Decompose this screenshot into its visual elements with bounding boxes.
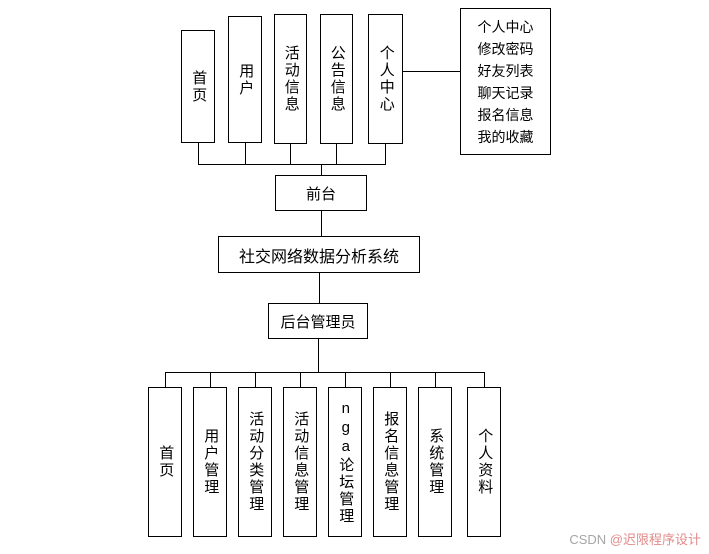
menu-item-my-favorites: 我的收藏 <box>477 128 534 145</box>
connector-line <box>318 339 319 372</box>
connector-line <box>255 372 256 387</box>
admin-node-signup-info-mgmt: 报名信息管理 <box>373 387 407 537</box>
connector-line <box>210 372 211 387</box>
system-root-box: 社交网络数据分析系统 <box>218 236 420 273</box>
front-hub-box: 前台 <box>275 175 367 211</box>
admin-hub-box: 后台管理员 <box>268 303 368 339</box>
front-node-notice-info: 公告信息 <box>320 14 353 144</box>
menu-item-change-password: 修改密码 <box>477 40 534 57</box>
connector-line <box>403 71 460 72</box>
front-node-activity-info: 活动信息 <box>274 14 307 144</box>
admin-node-user-mgmt: 用户管理 <box>193 387 227 537</box>
connector-line <box>345 372 346 387</box>
admin-node-home: 首页 <box>148 387 182 537</box>
front-node-user: 用户 <box>228 16 262 143</box>
connector-line <box>290 144 291 164</box>
menu-item-signup-info: 报名信息 <box>477 106 534 123</box>
connector-line <box>435 372 436 387</box>
admin-node-activity-category-mgmt: 活动分类管理 <box>238 387 272 537</box>
connector-line <box>300 372 301 387</box>
watermark-site: CSDN <box>569 532 610 547</box>
menu-item-chat-history: 聊天记录 <box>477 84 534 101</box>
connector-line <box>245 143 246 164</box>
connector-line <box>165 372 166 387</box>
admin-node-profile: 个人资料 <box>467 387 501 537</box>
connector-line <box>165 372 485 373</box>
connector-line <box>385 144 386 164</box>
connector-line <box>321 211 322 236</box>
connector-line <box>198 164 386 165</box>
watermark: CSDN @迟限程序设计 <box>569 529 701 548</box>
personal-center-menu: 个人中心 修改密码 好友列表 聊天记录 报名信息 我的收藏 <box>460 8 551 155</box>
connector-line <box>484 372 485 387</box>
front-node-home: 首页 <box>181 30 215 143</box>
admin-node-activity-info-mgmt: 活动信息管理 <box>283 387 317 537</box>
watermark-handle: @迟限程序设计 <box>609 532 701 547</box>
admin-node-system-mgmt: 系统管理 <box>418 387 452 537</box>
menu-item-personal-center: 个人中心 <box>477 18 534 35</box>
front-node-personal-center: 个人中心 <box>368 14 403 144</box>
connector-line <box>336 144 337 164</box>
connector-line <box>198 143 199 164</box>
admin-node-nga-forum-mgmt: nga论坛管理 <box>328 387 362 537</box>
connector-line <box>319 273 320 303</box>
connector-line <box>321 164 322 175</box>
menu-item-friend-list: 好友列表 <box>477 62 534 79</box>
connector-line <box>390 372 391 387</box>
